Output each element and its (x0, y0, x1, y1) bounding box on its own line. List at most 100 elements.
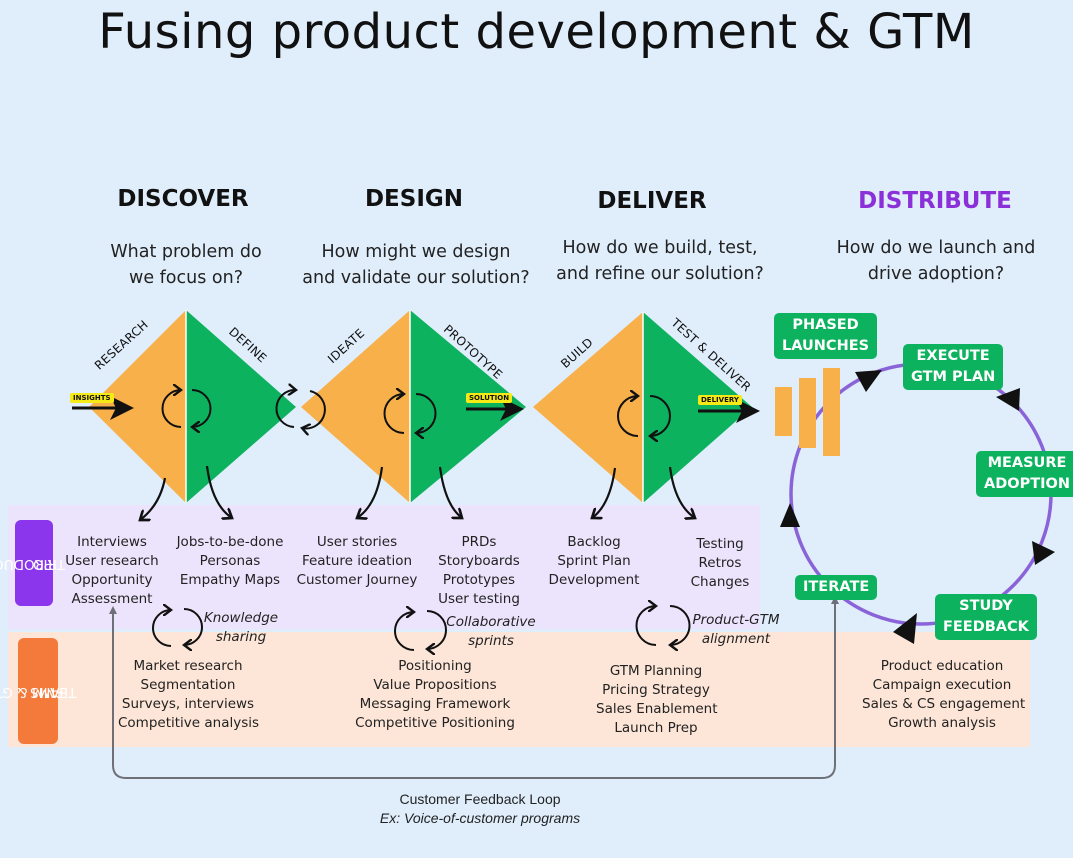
customer-feedback-loop-line (112, 600, 836, 779)
question-line: and refine our solution? (556, 264, 764, 284)
tag-line: PHASED (792, 317, 859, 333)
tag-line: ADOPTION (984, 476, 1070, 492)
list-item: Opportunity (71, 572, 153, 588)
sync-note-product-gtm-alignment: Product-GTM alignment (690, 611, 782, 649)
feedback-loop-label: Customer Feedback Loop (399, 791, 561, 807)
phase-question-deliver: How do we build, test, and refine our so… (530, 235, 790, 287)
list-item: Changes (690, 574, 750, 590)
list-item: Launch Prep (614, 720, 698, 736)
down-arrow-icon (668, 466, 695, 518)
diamond-deliver (533, 312, 752, 503)
sync-cycle-icon (184, 608, 203, 645)
down-arrows (140, 465, 695, 520)
list-item: Growth analysis (888, 715, 996, 731)
deliver-gtm-list: GTM Planning Pricing Strategy Sales Enab… (596, 662, 718, 738)
page-title: Fusing product development & GTM (98, 4, 975, 60)
question-line: we focus on? (129, 268, 243, 288)
list-item: Sprint Plan (557, 553, 631, 569)
cycle-arrowhead-icon (1032, 541, 1055, 565)
feedback-loop-example: Ex: Voice-of-customer programs (379, 810, 581, 826)
execute-gtm-plan-tag: EXECUTE GTM PLAN (903, 344, 1004, 390)
diamond-discover (89, 310, 296, 503)
list-item: User stories (316, 534, 398, 550)
cycle-arrow-icon (383, 394, 405, 434)
question-line: How might we design (321, 242, 511, 262)
deliver-build-list: Backlog Sprint Plan Development (544, 533, 644, 590)
tag-line: LAUNCHES (782, 338, 870, 354)
list-item: Feature ideation (301, 553, 413, 569)
list-item: Messaging Framework (359, 696, 511, 712)
sync-cycle-icon (670, 605, 691, 645)
cycle-arrow-icon (650, 395, 671, 436)
list-item: Personas (199, 553, 261, 569)
diamond-design (301, 310, 526, 503)
solution-tag: SOLUTION (466, 393, 513, 403)
list-item: Campaign execution (872, 677, 1012, 693)
question-line: How do we launch and (836, 238, 1036, 258)
note-line: sprints (468, 633, 514, 649)
list-item: Market research (133, 658, 243, 674)
list-item: Retros (698, 555, 742, 571)
cycle-arrowhead-icon (996, 388, 1020, 411)
list-item: Backlog (567, 534, 621, 550)
phase-title-distribute: DISTRIBUTE (858, 188, 1012, 214)
feedback-arrowhead-icon (109, 606, 117, 614)
design-ideate-list: User stories Feature ideation Customer J… (296, 533, 418, 590)
tag-line: MEASURE (987, 455, 1067, 471)
note-line: alignment (701, 631, 771, 647)
tag-line: STUDY (959, 598, 1013, 614)
note-line: Knowledge (203, 610, 279, 626)
cycle-arrowheads (780, 370, 1055, 644)
list-item: Competitive Positioning (355, 715, 515, 731)
list-item: Product education (880, 658, 1004, 674)
list-item: User testing (438, 591, 520, 607)
iterate-tag: ITERATE (795, 575, 878, 600)
product-trio-tag: PRODUCTTRIO (0, 520, 65, 606)
phased-launch-bars (775, 368, 840, 456)
list-item: Jobs-to-be-done (176, 534, 284, 550)
discover-research-list: Interviews User research Opportunity Ass… (62, 533, 162, 609)
cycle-arrow-icon (192, 389, 212, 427)
cycle-arrow-icon (617, 396, 638, 437)
list-item: Assessment (71, 591, 153, 607)
sync-cycle-icon (394, 612, 414, 651)
question-line: How do we build, test, (562, 238, 758, 258)
design-gtm-list: Positioning Value Propositions Messaging… (354, 657, 516, 733)
iteration-arrows (161, 389, 671, 437)
list-item: Storyboards (438, 553, 520, 569)
list-item: Customer Journey (296, 572, 418, 588)
note-line: sharing (215, 629, 267, 645)
note-line: Collaborative (446, 614, 536, 630)
sync-cycle-icon (427, 610, 447, 649)
question-line: and validate our solution? (302, 268, 530, 288)
list-item: Sales & CS engagement (862, 696, 1026, 712)
question-line: What problem do (110, 242, 262, 262)
list-item: Empathy Maps (179, 572, 281, 588)
list-item: Sales Enablement (596, 701, 718, 717)
discover-define-list: Jobs-to-be-done Personas Empathy Maps (172, 533, 288, 590)
list-item: Segmentation (140, 677, 236, 693)
diamond-left-half (89, 310, 186, 503)
sync-note-knowledge-sharing: Knowledge sharing (200, 609, 282, 647)
sync-cycle-icon (152, 610, 171, 647)
phased-launches-tag: PHASED LAUNCHES (774, 313, 878, 359)
list-item: Value Propositions (373, 677, 497, 693)
distribute-gtm-list: Product education Campaign execution Sal… (862, 657, 1026, 733)
insights-tag: INSIGHTS (70, 393, 114, 403)
diamond-right-half (410, 310, 526, 503)
tag-line: EXECUTE (916, 348, 990, 364)
feedback-arrowhead-icon (831, 596, 839, 604)
diamond-right-half (186, 310, 296, 503)
list-item: GTM Planning (609, 663, 703, 679)
cycle-arrowhead-icon (780, 503, 800, 527)
diamond-right-half (643, 312, 752, 503)
delivery-tag: DELIVERY (698, 395, 742, 405)
diamond-left-half (533, 312, 643, 503)
list-item: Positioning (398, 658, 472, 674)
design-prototype-list: PRDs Storyboards Prototypes User testing (432, 533, 526, 609)
cycle-arrow-icon (416, 393, 437, 433)
tag-line: GTM PLAN (911, 369, 996, 385)
list-item: User research (65, 553, 159, 569)
list-item: Prototypes (442, 572, 516, 588)
down-arrow-icon (140, 477, 167, 520)
